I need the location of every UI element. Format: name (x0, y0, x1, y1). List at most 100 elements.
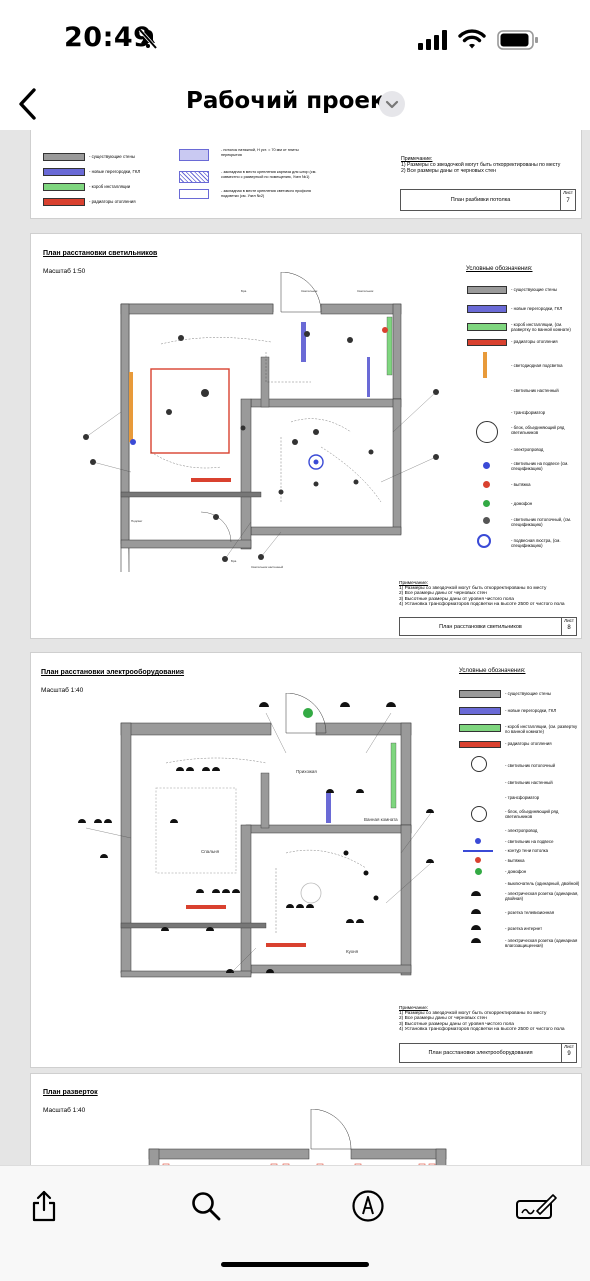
sheet-number: 7 (566, 198, 570, 204)
legend-symbol-tv-socket (471, 909, 481, 914)
svg-text:Бра: Бра (231, 559, 237, 563)
sheet-number: 8 (567, 625, 571, 631)
legend-swatch-wall (467, 286, 507, 294)
page-title: План расстановки светильников (43, 250, 158, 257)
pdf-page-8: План расстановки светильников Масштаб 1:… (30, 233, 582, 639)
stamp-name: План расстановки светильников (400, 618, 562, 635)
legend-label: - короб инсталляции, (см. развертку по в… (505, 724, 578, 734)
legend-label: - светильник на подвесе (см. спецификаци… (511, 461, 569, 471)
legend-symbol-ceiling-light (483, 517, 490, 524)
legend-symbol-block (471, 806, 487, 822)
cellular-signal-icon (418, 30, 447, 50)
chevron-down-icon (385, 100, 399, 109)
home-indicator (221, 1262, 369, 1267)
legend-swatch-profile (179, 189, 209, 199)
sign-button[interactable] (514, 1186, 560, 1226)
bottom-toolbar (0, 1165, 590, 1281)
legend-label: - выключатель (одинарный, двойной) (505, 881, 580, 886)
legend-symbol-ceiling-light (471, 756, 487, 772)
svg-text:Бра: Бра (241, 289, 247, 293)
legend-symbol-chandelier (477, 534, 491, 548)
legend-label: - радиаторы отопления (89, 199, 136, 204)
svg-text:Светильник: Светильник (357, 289, 374, 293)
document-title[interactable]: Рабочий проект (186, 88, 399, 114)
legend-label: - электропровод (505, 828, 538, 833)
svg-text:Подсвет: Подсвет (131, 519, 143, 523)
legend-label: - розетка телевизионная (505, 910, 555, 915)
notes-line: 4) Установка трансформаторов подсветки н… (399, 601, 565, 607)
notes-line: 3) Высотные размеры даны от уровня чисто… (399, 1021, 514, 1027)
sheet-number-box: Лист 8 (562, 618, 576, 635)
svg-text:Светильник: Светильник (301, 289, 318, 293)
pen-tip-circle-icon (352, 1190, 384, 1222)
stamp-name: План разбивки потолка (401, 190, 561, 210)
back-chevron-icon[interactable] (14, 86, 44, 122)
legend-swatch-curtain (179, 171, 209, 183)
legend-label: - трансформатор (505, 795, 540, 800)
status-time: 20:49 (64, 22, 153, 53)
legend-swatch-wall (43, 153, 85, 161)
legend-label: - трансформатор (511, 410, 546, 415)
notes-line: 1) Размеры со звездочкой могут быть отко… (399, 1011, 547, 1017)
page-scale: Масштаб 1:40 (43, 1107, 86, 1114)
navigation-bar: Рабочий проект (0, 78, 590, 130)
share-icon (32, 1190, 56, 1222)
notes-line: 2) Все размеры даны от черновых стен (399, 1016, 487, 1022)
pdf-viewer[interactable]: - существующие стены - новые перегородки… (0, 130, 590, 1165)
legend-label: - новые перегородки, ГКЛ (89, 169, 141, 174)
share-button[interactable] (24, 1186, 64, 1226)
legend-swatch-box (467, 323, 507, 331)
legend-label: - новые перегородки, ГКЛ (505, 708, 557, 713)
notes: Примечание: 1) Размеры со звездочкой мог… (399, 1006, 565, 1032)
legend-label: - радиаторы отопления (505, 741, 552, 746)
legend-label: - подвесная люстра, (см. спецификацию) (511, 538, 561, 548)
pdf-page-10: План разверток Масштаб 1:40 (30, 1073, 582, 1165)
notes-line: Примечание: (399, 581, 429, 586)
legend-swatch-partition (467, 305, 507, 313)
markup-button[interactable] (348, 1186, 388, 1226)
legend-label: - существующие стены (505, 691, 551, 696)
legend-label: - закладная в месте крепления светового … (221, 189, 311, 198)
title-stamp: План расстановки электрооборудования Лис… (399, 1043, 577, 1063)
notes-line: Примечание: (401, 156, 433, 162)
pdf-page-9: План расстановки электрооборудования Мас… (30, 652, 582, 1068)
notes-line: 4) Установка трансформаторов подсветки н… (399, 1026, 565, 1032)
legend-swatch-wall (459, 690, 501, 698)
search-button[interactable] (186, 1186, 226, 1226)
legend-symbol-pendant (475, 838, 481, 844)
legend-title: Условные обозначения: (459, 668, 526, 674)
page-title: План разверток (43, 1089, 98, 1096)
sheet-label: Лист (564, 618, 574, 623)
legend-label: - вытяжка (505, 858, 525, 863)
legend-label: - электрическая розетка (одинарная, двой… (505, 891, 579, 901)
room-label: Прихожая (296, 769, 317, 774)
legend-symbol-hood (475, 857, 481, 863)
legend-label: - существующие стены (89, 154, 135, 159)
notes-line: 2) Все размеры даны от черновых стен (401, 168, 496, 174)
notes-line: 2) Все размеры даны от черновых стен (399, 591, 487, 597)
legend-label: - контур тени потолка (505, 848, 549, 853)
notes-line: 1) Размеры со звездочкой могут быть отко… (401, 162, 561, 168)
legend-label: - вытяжка (511, 482, 531, 487)
legend-swatch-box (459, 724, 501, 732)
legend-label: - электрическая розетка (одинарная влаго… (505, 938, 578, 948)
legend-label: - новые перегородки, ГКЛ (511, 306, 563, 311)
notes: Примечание: 1) Размеры со звездочкой мог… (401, 156, 560, 174)
legend-swatch-radiator (43, 198, 85, 206)
legend-label: - домофон (505, 869, 527, 874)
legend-label: - блок, объединяющий ряд светильников (511, 425, 565, 435)
legend-symbol-led (483, 352, 487, 378)
legend-swatch-partition (459, 707, 501, 715)
legend-symbol-hood (483, 481, 490, 488)
legend-label: - короб инсталляции (89, 184, 131, 189)
notes-line: 3) Высотные размеры даны от уровня чисто… (399, 596, 514, 602)
page-title: План расстановки электрооборудования (41, 669, 185, 676)
legend-label: - розетка интернет (505, 926, 543, 931)
notes-line: 1) Размеры со звездочкой могут быть отко… (399, 586, 547, 592)
legend-label: - блок, объединяющий ряд светильников (505, 809, 559, 819)
title-menu-button[interactable] (379, 91, 405, 117)
room-label: Кухня (346, 949, 359, 954)
legend-swatch-ceiling (179, 149, 209, 161)
legend-title: Условные обозначения: (466, 266, 533, 272)
